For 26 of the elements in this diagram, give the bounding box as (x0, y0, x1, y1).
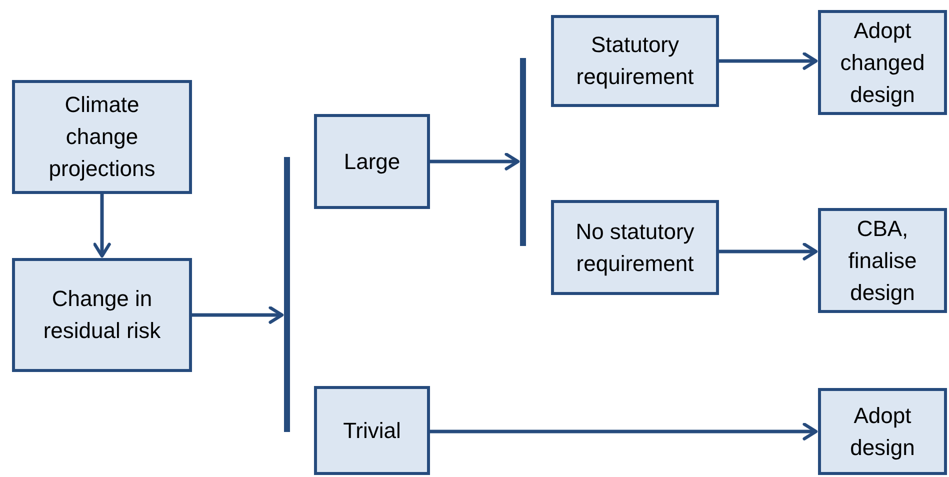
arrow (192, 306, 284, 324)
process-box (818, 208, 947, 313)
arrow (430, 152, 520, 170)
box-label: Adopt design (849, 402, 916, 462)
arrow (93, 194, 111, 258)
box-label: Large (344, 148, 400, 176)
process-box (12, 258, 192, 372)
process-box (12, 80, 192, 194)
process-box (314, 114, 430, 209)
box-label: Trivial (343, 416, 401, 444)
box-label: Climate change projections (48, 91, 156, 183)
box-label: CBA, finalise design (847, 214, 918, 307)
box-label: Change in residual risk (42, 285, 162, 345)
branch-bar (284, 157, 290, 432)
arrow (719, 242, 818, 260)
box-label: Adopt changed design (839, 16, 926, 109)
process-box (551, 200, 719, 295)
arrow (719, 52, 818, 70)
branch-bar (520, 58, 526, 246)
box-label: Statutory requirement (575, 31, 695, 91)
process-box (818, 10, 947, 115)
process-box (818, 388, 947, 475)
box-label: No statutory requirement (574, 218, 696, 278)
process-box (551, 15, 719, 107)
process-box (314, 386, 430, 475)
arrow (430, 422, 818, 440)
